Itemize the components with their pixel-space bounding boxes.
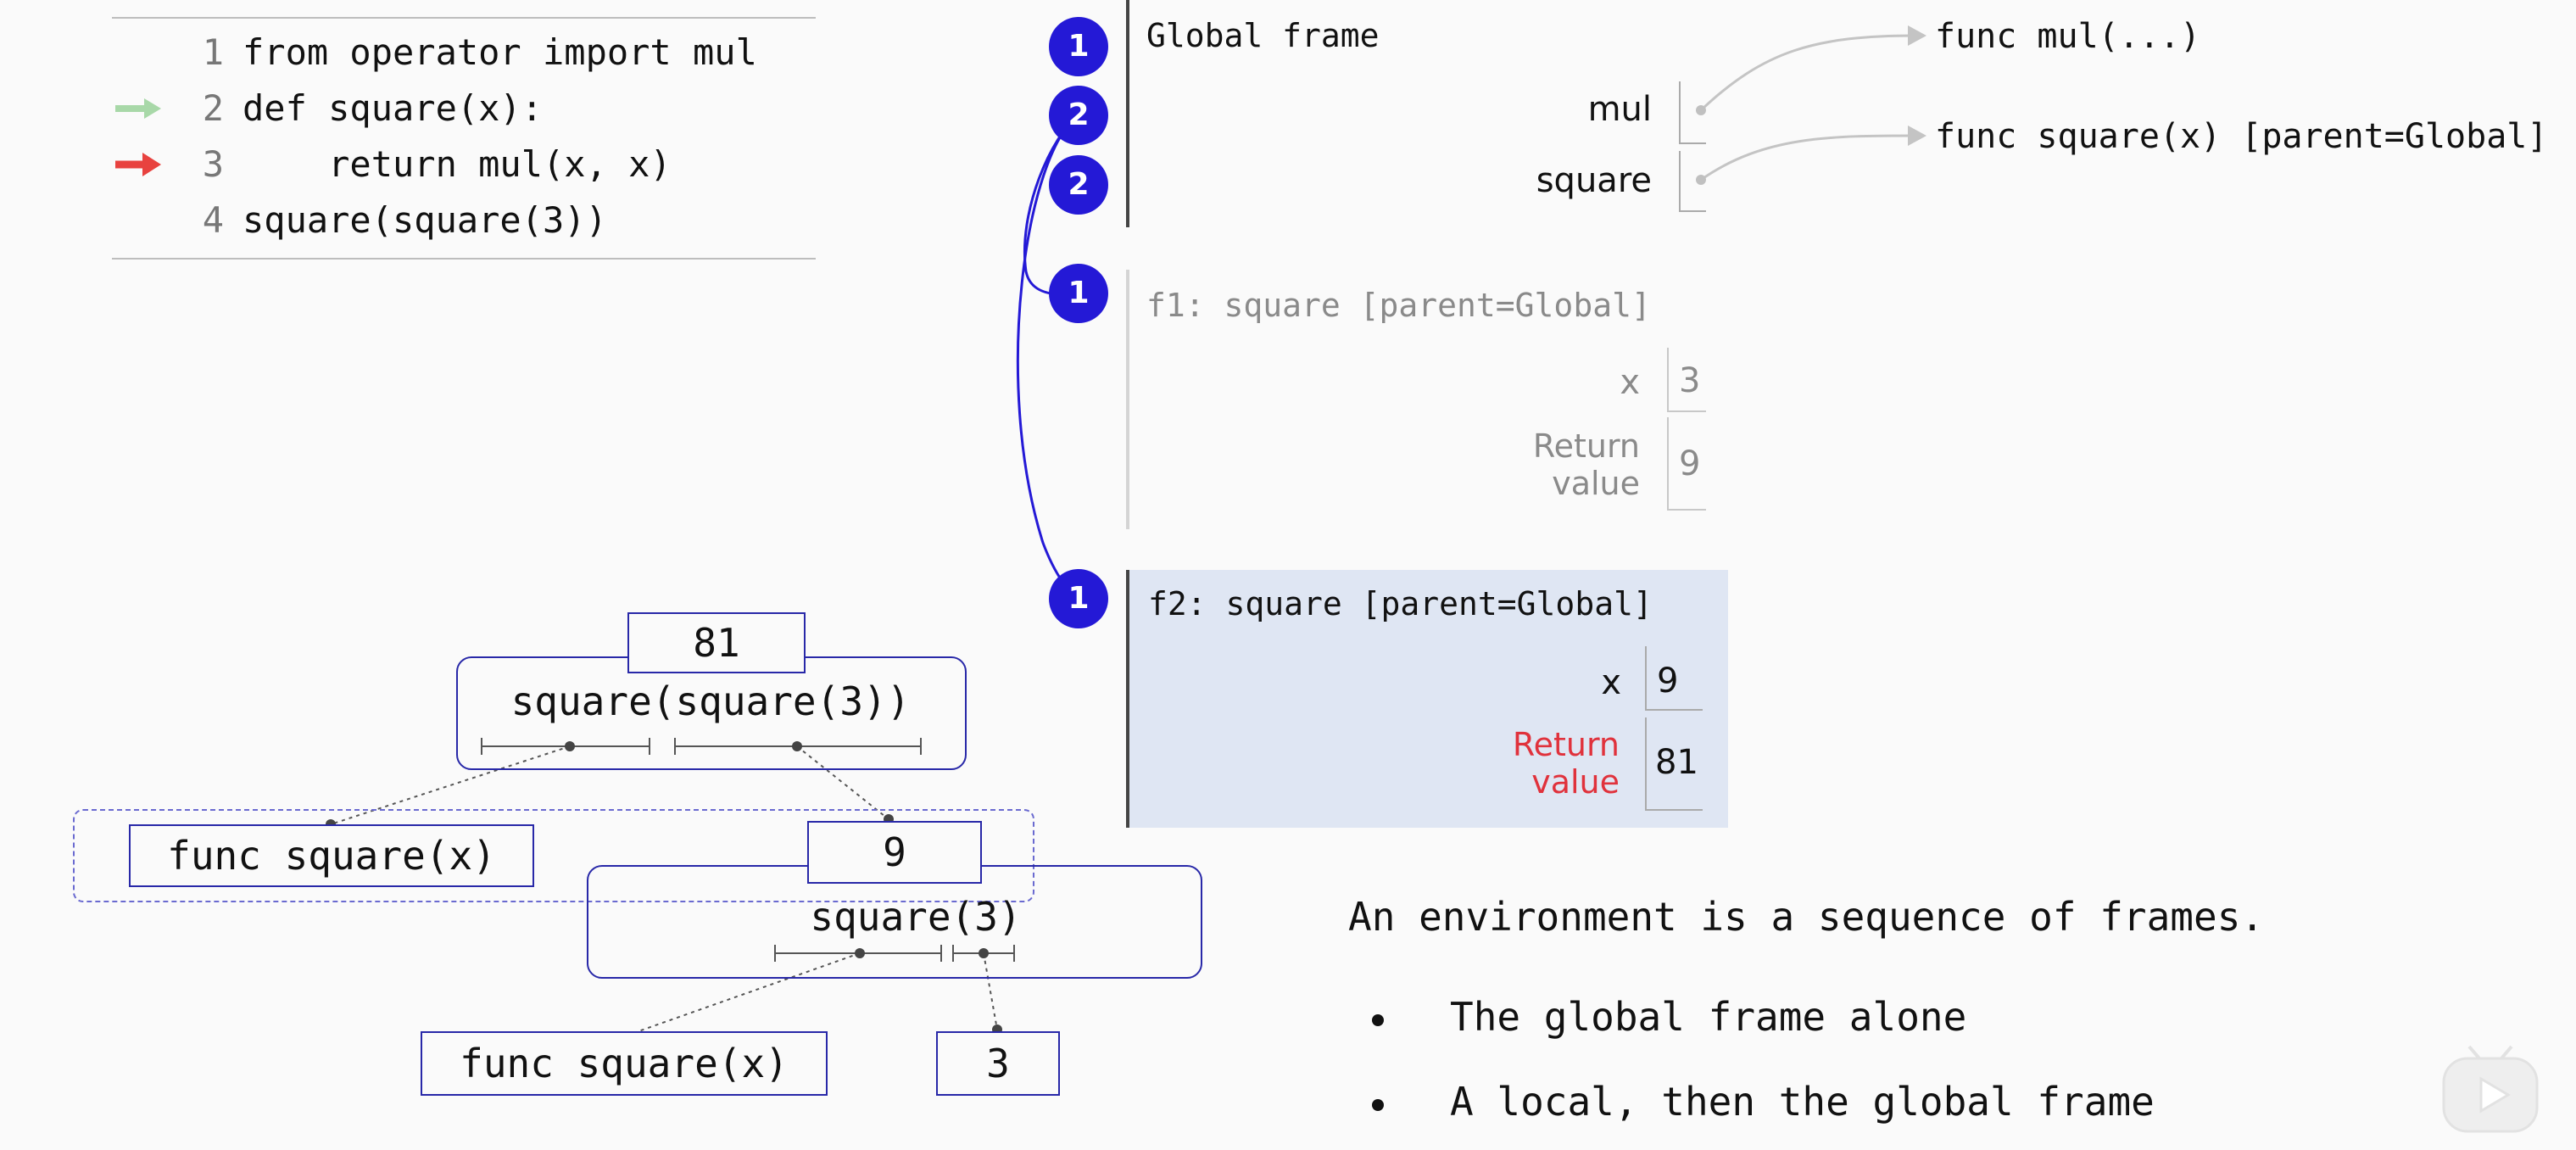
code-text: def square(x):: [243, 87, 544, 129]
step-badge: 1: [1049, 17, 1108, 76]
code-text: square(square(3)): [243, 199, 607, 241]
f2-return-box: [1645, 717, 1703, 811]
var-name-square: square: [1536, 161, 1652, 200]
step-badge: 2: [1049, 155, 1108, 215]
evaluated-operator-dashed-box: [73, 809, 1034, 902]
pointer-dot: [1696, 105, 1706, 115]
line-number: 3: [202, 143, 224, 185]
f2-return-value: 81: [1655, 743, 1698, 782]
f2-frame-bar: [1126, 570, 1129, 828]
video-play-watermark-icon: [2442, 1045, 2539, 1133]
outer-call-expression: square(square(3)): [510, 678, 911, 724]
previous-line-arrow-icon: [115, 98, 161, 119]
f1-var-name-x: x: [1620, 363, 1640, 402]
current-line-arrow-icon: [115, 153, 161, 176]
f1-return-value: 9: [1679, 444, 1701, 483]
object-func-mul: func mul(...): [1935, 17, 2201, 56]
notes-heading: An environment is a sequence of frames.: [1348, 894, 2265, 940]
object-func-square: func square(x) [parent=Global]: [1935, 117, 2548, 156]
inner-operator-value-func-square: func square(x): [421, 1031, 828, 1096]
f2-frame-background: [1126, 570, 1728, 828]
f2-var-box-x: [1645, 646, 1703, 711]
code-text: return mul(x, x): [243, 143, 672, 185]
inner-call-expression: square(3): [810, 894, 1022, 940]
outer-call-result: 81: [627, 612, 806, 673]
global-frame-bar: [1126, 0, 1129, 227]
code-panel: 1 from operator import mul 2 def square(…: [112, 17, 816, 260]
f2-frame-title: f2: square [parent=Global]: [1148, 585, 1653, 622]
bullet-dot: [1372, 1099, 1384, 1111]
code-text: from operator import mul: [243, 31, 757, 73]
step-badge: 1: [1049, 569, 1108, 628]
line-number: 1: [202, 31, 224, 73]
bullet-global-frame-alone: The global frame alone: [1450, 994, 1967, 1040]
code-line-1: 1 from operator import mul: [112, 27, 816, 78]
code-line-2: 2 def square(x):: [112, 83, 816, 134]
f1-frame-bar: [1126, 270, 1129, 529]
line-number: 4: [202, 199, 224, 241]
code-line-4: 4 square(square(3)): [112, 195, 816, 246]
bullet-dot: [1372, 1014, 1384, 1026]
global-frame-title: Global frame: [1146, 17, 1380, 54]
var-box-mul: [1679, 81, 1706, 144]
line-number: 2: [202, 87, 224, 129]
f2-var-value-x: 9: [1657, 662, 1679, 701]
operator-value-func-square: func square(x): [129, 824, 534, 887]
pointer-dot: [1696, 175, 1706, 185]
inner-call-result: 9: [807, 821, 982, 884]
code-line-3: 3 return mul(x, x): [112, 139, 816, 190]
operand-value: 3: [936, 1031, 1060, 1096]
f2-var-name-x: x: [1601, 663, 1621, 702]
bullet-local-then-global: A local, then the global frame: [1450, 1079, 2155, 1125]
f1-frame-title: f1: square [parent=Global]: [1146, 287, 1651, 324]
step-badge: 2: [1049, 86, 1108, 145]
f1-var-box-x: [1667, 348, 1706, 412]
step-badge: 1: [1049, 264, 1108, 323]
f1-var-value-x: 3: [1679, 361, 1701, 400]
var-box-square: [1679, 151, 1706, 212]
f1-return-box: [1667, 417, 1706, 511]
var-name-mul: mul: [1587, 90, 1652, 129]
